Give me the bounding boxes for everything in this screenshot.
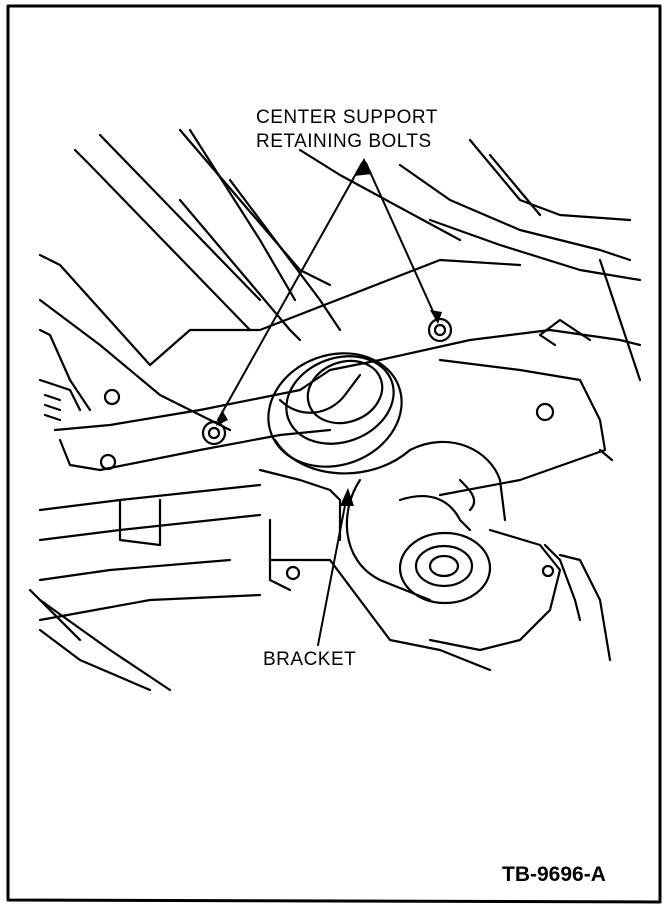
- driveshaft-tube: [178, 198, 302, 342]
- rear-yoke: [558, 553, 612, 662]
- center-bearing-outer: [267, 352, 403, 468]
- floor-line: [28, 588, 82, 642]
- border: [6, 4, 662, 904]
- body-panel-line: [468, 138, 632, 222]
- exhaust-bar: [38, 558, 232, 582]
- frame-rail: [38, 378, 82, 412]
- crossmember: [538, 318, 592, 347]
- bracket-callout: BRACKET: [263, 649, 357, 670]
- body-panel-line: [598, 258, 642, 382]
- body-panel-line: [488, 153, 542, 217]
- exhaust-bar: [38, 483, 262, 512]
- leader-line-bracket: [317, 494, 348, 646]
- bolt-small: [285, 565, 301, 581]
- arrowhead: [430, 310, 442, 324]
- floor-line: [38, 628, 152, 692]
- driveshaft-tube: [278, 373, 362, 414]
- bracket: [258, 468, 342, 542]
- crossmember: [38, 253, 522, 367]
- bolt-small: [541, 564, 555, 578]
- frame-rail: [43, 403, 62, 412]
- exhaust-bar: [38, 593, 262, 622]
- figure-id: TB-9696-A: [502, 863, 606, 886]
- center-support-callout: CENTER SUPPORT RETAINING BOLTS: [256, 106, 438, 154]
- bracket: [268, 558, 492, 672]
- bolt-small: [535, 402, 555, 422]
- center-bearing-inner: [306, 359, 384, 425]
- body-panel-line: [73, 148, 252, 332]
- exhaust-bar: [38, 513, 262, 542]
- leader-line-left-bolt: [217, 162, 363, 421]
- rear-coupling-core: [428, 554, 460, 578]
- center-support-line2: RETAINING BOLTS: [256, 131, 432, 152]
- yoke: [458, 478, 476, 512]
- frame-rail: [38, 328, 92, 412]
- crossmember: [438, 358, 607, 497]
- body-panel-line: [298, 148, 462, 242]
- rear-coupling-inner: [414, 544, 474, 588]
- body-panel-line: [98, 133, 262, 302]
- frame-rail: [43, 393, 62, 402]
- center-support-line1: CENTER SUPPORT: [256, 107, 438, 128]
- arrowhead: [216, 410, 228, 426]
- crossmember: [53, 328, 642, 432]
- driveshaft-tube: [188, 128, 297, 302]
- crossmember: [598, 448, 614, 462]
- center-bearing-mid: [285, 355, 395, 445]
- rear-yoke: [543, 543, 582, 622]
- yoke: [345, 478, 432, 602]
- yoke: [408, 440, 507, 522]
- retaining-bolt-right: [427, 317, 453, 343]
- exhaust-bar: [118, 498, 162, 547]
- bolt-small: [99, 453, 117, 471]
- bolt-small: [103, 388, 121, 406]
- crossmember: [58, 428, 332, 472]
- frame-rail: [43, 413, 62, 422]
- retaining-bolt-left-inner: [207, 426, 221, 440]
- center-bearing-lower: [273, 438, 412, 475]
- retaining-bolt-left: [201, 420, 227, 446]
- body-panel-line: [428, 218, 642, 282]
- body-panel-line: [398, 163, 632, 262]
- retaining-bolt-right-inner: [433, 323, 447, 337]
- rear-yoke: [428, 528, 562, 652]
- driveshaft-tube: [228, 178, 342, 332]
- floor-line: [38, 598, 172, 692]
- crossmember: [38, 298, 232, 432]
- leader-line-right-bolt: [365, 162, 437, 319]
- rear-coupling-outer: [398, 531, 492, 605]
- arrowhead: [340, 488, 354, 506]
- arrowhead: [354, 158, 372, 176]
- yoke: [398, 495, 472, 532]
- bracket: [268, 518, 292, 592]
